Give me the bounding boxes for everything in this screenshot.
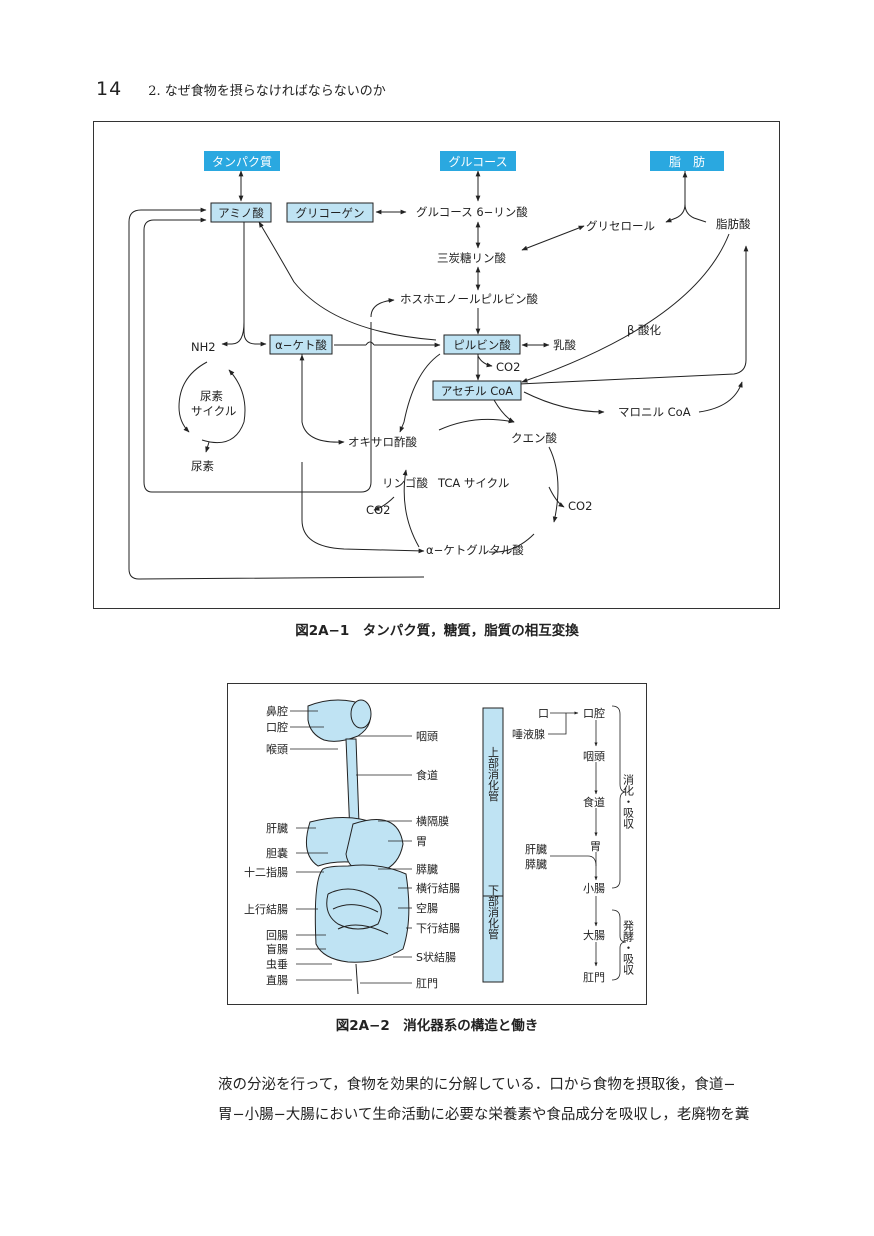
label-ileum: 回腸	[266, 929, 288, 942]
fatty-acid-label: 脂肪酸	[716, 217, 751, 231]
flow-oral-cavity: 口腔	[583, 706, 605, 720]
flow-esophagus: 食道	[583, 795, 605, 809]
label-larynx: 喉頭	[266, 743, 288, 756]
flow-ferment-absorb: 発酵・吸収	[622, 919, 635, 976]
co2-left-label: CO2	[366, 503, 390, 517]
label-pharynx: 咽頭	[416, 730, 438, 743]
malate-label: リンゴ酸	[382, 476, 428, 490]
pep-label: ホスホエノールピルビン酸	[400, 292, 538, 306]
protein-label: タンパク質	[212, 154, 272, 169]
alpha-keto-label: α−ケト酸	[275, 338, 327, 352]
label-descending-colon: 下行結腸	[416, 921, 460, 935]
flow-liver: 肝臓	[525, 843, 547, 856]
figure-digestive: 鼻腔 口腔 喉頭 肝臓 胆嚢 十二指腸 上行結腸 回腸 盲腸 虫垂 直腸 咽頭 …	[227, 683, 647, 1005]
label-transverse-colon: 横行結腸	[416, 881, 460, 895]
flow-salivary-gland: 唾液腺	[512, 727, 545, 741]
g6p-label: グルコース 6−リン酸	[416, 205, 528, 219]
lactate-label: 乳酸	[553, 338, 576, 352]
flow-stomach: 胃	[590, 840, 601, 853]
glycogen-box	[286, 202, 374, 223]
glucose-label: グルコース	[448, 155, 507, 169]
label-pancreas: 膵臓	[416, 863, 438, 876]
malonyl-coa-label: マロニル CoA	[618, 405, 691, 419]
label-cecum: 盲腸	[266, 942, 288, 956]
digestive-diagram: 鼻腔 口腔 喉頭 肝臓 胆嚢 十二指腸 上行結腸 回腸 盲腸 虫垂 直腸 咽頭 …	[244, 699, 635, 995]
fat-label: 脂 肪	[669, 154, 705, 169]
label-ascending-colon: 上行結腸	[244, 902, 288, 916]
digestive-organs-illustration	[305, 699, 410, 995]
body-line-1: 液の分泌を行って，食物を効果的に分解している．口から食物を摂取後，食道−	[218, 1077, 736, 1093]
citrate-label: クエン酸	[511, 431, 557, 445]
figure1-caption: 図2A−1 タンパク質，糖質，脂質の相互変換	[295, 623, 579, 639]
akg-label: α−ケトグルタル酸	[426, 543, 524, 557]
fat-box	[650, 151, 724, 171]
label-gallbladder: 胆嚢	[266, 846, 288, 860]
flow-small-intestine: 小腸	[583, 882, 605, 895]
label-oral-cavity: 口腔	[266, 720, 288, 734]
label-duodenum: 十二指腸	[244, 865, 288, 879]
flow-digest-absorb: 消化・吸収	[622, 773, 635, 830]
urea-cycle-label-2: サイクル	[191, 404, 236, 418]
urea-cycle-label-1: 尿素	[200, 389, 223, 403]
urea-label: 尿素	[191, 459, 214, 473]
label-sigmoid-colon: S状結腸	[416, 950, 456, 964]
label-rectum: 直腸	[266, 973, 288, 987]
tca-cycle-label: TCA サイクル	[437, 476, 509, 490]
co2-right-label: CO2	[568, 499, 592, 513]
oxaloacetate-label: オキサロ酢酸	[348, 435, 417, 449]
figure2-caption: 図2A−2 消化器系の構造と働き	[335, 1018, 539, 1034]
page-number: 14	[96, 78, 123, 100]
body-text: 液の分泌を行って，食物を効果的に分解している．口から食物を摂取後，食道− 胃−小…	[218, 1070, 784, 1130]
label-anus: 肛門	[416, 977, 438, 990]
flow-mouth: 口	[538, 707, 549, 720]
lower-gi-bar	[482, 895, 504, 983]
acetyl-coa-box	[432, 380, 522, 401]
flow-anus: 肛門	[583, 971, 605, 984]
flow-large-intestine: 大腸	[583, 928, 605, 942]
acetyl-coa-label: アセチル CoA	[441, 384, 513, 398]
glycogen-label: グリコーゲン	[296, 206, 365, 220]
label-nasal-cavity: 鼻腔	[266, 704, 288, 718]
metabolism-diagram: タンパク質 グルコース 脂 肪 アミノ酸 グリコーゲン α−ケト酸 ピルビン酸 …	[128, 151, 751, 580]
page-header: 14 2. なぜ食物を摂らなければならないのか	[96, 78, 386, 100]
flow-pancreas: 膵臓	[525, 858, 547, 871]
glycerol-label: グリセロール	[586, 219, 655, 233]
nh2-label: NH2	[191, 340, 216, 354]
label-diaphragm: 横隔膜	[416, 814, 449, 828]
flow-pharynx: 咽頭	[583, 750, 605, 763]
upper-gi-label: 上部消化管	[487, 746, 500, 802]
label-esophagus: 食道	[416, 768, 438, 782]
label-appendix: 虫垂	[266, 958, 288, 971]
pyruvate-label: ピルビン酸	[453, 338, 511, 352]
glucose-box	[440, 151, 516, 171]
protein-box	[204, 151, 280, 171]
lower-gi-label: 下部消化管	[487, 885, 500, 941]
triose-label: 三炭糖リン酸	[437, 251, 506, 265]
upper-gi-bar	[482, 707, 504, 897]
amino-acid-box	[210, 202, 272, 223]
body-line-2: 胃−小腸−大腸において生命活動に必要な栄養素や食品成分を吸収し，老廃物を糞	[218, 1107, 750, 1123]
beta-oxidation-label: β 酸化	[627, 323, 661, 337]
amino-acid-label: アミノ酸	[218, 206, 264, 220]
alpha-keto-box	[269, 334, 333, 355]
figure-metabolism: タンパク質 グルコース 脂 肪 アミノ酸 グリコーゲン α−ケト酸 ピルビン酸 …	[93, 121, 780, 609]
pyruvate-co2-label: CO2	[496, 360, 520, 374]
label-stomach: 胃	[416, 835, 427, 848]
label-liver: 肝臓	[266, 822, 288, 835]
pyruvate-box	[443, 334, 521, 355]
label-jejunum: 空腸	[416, 901, 438, 915]
chapter-title: 2. なぜ食物を摂らなければならないのか	[148, 84, 386, 99]
